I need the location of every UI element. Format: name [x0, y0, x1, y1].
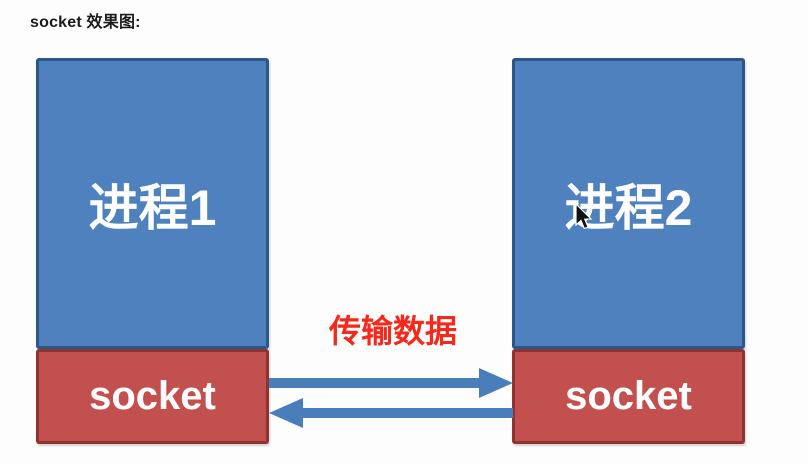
- process1-label: 进程1: [88, 179, 217, 236]
- process2-body: 进程2: [512, 58, 745, 349]
- process1-body: 进程1: [36, 58, 269, 349]
- process2-socket: socket: [512, 349, 745, 444]
- process2-socket-label: socket: [565, 374, 692, 418]
- page-title: socket 效果图:: [30, 14, 141, 31]
- mouse-cursor-icon: [575, 203, 593, 230]
- process2-box: 进程2 socket: [512, 58, 745, 444]
- data-flow-arrows-icon: [269, 368, 513, 428]
- process1-socket-label: socket: [89, 374, 216, 418]
- process1-socket: socket: [36, 349, 269, 444]
- transfer-data-label: 传输数据: [328, 313, 457, 349]
- process1-box: 进程1 socket: [36, 58, 269, 444]
